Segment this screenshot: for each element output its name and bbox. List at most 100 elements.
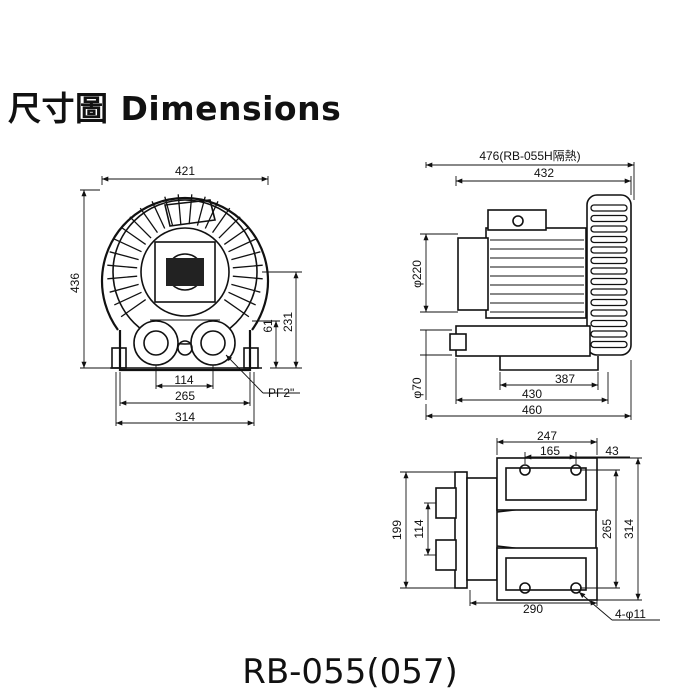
front-housing-inner-ring [112, 199, 258, 345]
dim-314b: 314 [622, 519, 636, 539]
front-foot-right [243, 347, 259, 369]
dim-114b: 114 [412, 519, 426, 538]
dim-432: 432 [534, 166, 554, 180]
fin [204, 201, 219, 229]
bottom-view: 247 165 43 199 114 265 314 290 4-φ11 [390, 429, 660, 621]
port-body [455, 325, 591, 357]
header-band [0, 78, 700, 128]
terminal-screw [512, 215, 524, 227]
fin [223, 226, 250, 246]
fin [114, 238, 142, 253]
label-holes: 4-φ11 [615, 607, 646, 621]
dim-165: 165 [540, 444, 560, 458]
dim-43: 43 [605, 444, 619, 458]
dim-231: 231 [281, 312, 295, 332]
fin [177, 194, 182, 225]
blower-fins [590, 204, 628, 349]
fin [120, 298, 147, 318]
dim-387: 387 [555, 372, 575, 386]
blower-fin [590, 267, 628, 275]
label-pf2: PF2" [268, 386, 294, 400]
model-number: RB-055(057) [242, 652, 458, 692]
fin [188, 194, 193, 225]
blower-fin [590, 246, 628, 254]
fin [120, 226, 147, 246]
fin [139, 207, 159, 234]
inlet-port [133, 320, 179, 366]
bottom-neck [466, 477, 498, 581]
blower-fin [590, 204, 628, 212]
dim-265: 265 [175, 389, 195, 403]
fin [218, 216, 241, 239]
center-fitting [177, 340, 193, 356]
terminal-box [487, 209, 547, 231]
blower-fin [590, 330, 628, 338]
bottom-slot-bottom [505, 557, 587, 591]
fin [109, 283, 139, 293]
bolt-hole [519, 582, 531, 594]
motor-end-cap [457, 237, 489, 311]
leader-pf2 [225, 354, 264, 394]
fin [129, 216, 152, 239]
outlet-port-bore [200, 330, 226, 356]
fin [107, 264, 138, 269]
fin [151, 201, 166, 229]
blower-fin [590, 319, 628, 328]
dim-476: 476(RB-055H隔熱) [479, 149, 580, 163]
dim-61: 61 [261, 319, 275, 333]
terminal-cover [164, 199, 216, 227]
front-view: 421 436 61 231 114 265 314 PF2" [68, 164, 302, 426]
dim-460: 460 [522, 403, 542, 417]
fin [228, 238, 256, 253]
bottom-port-top [435, 487, 457, 519]
fin [232, 275, 263, 280]
front-base [118, 330, 252, 372]
dim-265b: 265 [600, 519, 614, 539]
dim-436: 436 [68, 273, 82, 293]
dim-199: 199 [390, 520, 404, 540]
blower-fin [590, 235, 628, 244]
blower-fin [590, 214, 628, 223]
dim-114: 114 [174, 373, 193, 387]
dim-430: 430 [522, 387, 542, 401]
front-housing-outline [100, 196, 270, 331]
leader-holes [578, 591, 613, 621]
page-title: 尺寸圖 Dimensions [8, 89, 342, 128]
front-foot-left [111, 347, 127, 369]
fin [223, 298, 250, 318]
blower-fin [590, 277, 628, 286]
dim-421: 421 [175, 164, 195, 178]
dim-70: φ70 [410, 377, 424, 398]
dim-247: 247 [537, 429, 557, 443]
fin [109, 251, 139, 261]
fin [196, 196, 206, 226]
motor-ribs [490, 239, 584, 313]
bolt-hole [519, 464, 531, 476]
blower-fin [590, 340, 628, 349]
motor-square [154, 241, 216, 303]
bottom-slot-top [505, 467, 587, 501]
fin [211, 207, 231, 234]
fin [107, 275, 138, 280]
side-base [499, 356, 599, 371]
blower-fin [590, 225, 628, 233]
fin [164, 196, 174, 226]
fin [231, 283, 261, 293]
port-flange [449, 333, 467, 351]
blower-fin [590, 256, 628, 265]
blower-fin [590, 298, 628, 307]
blower-fin [590, 288, 628, 296]
fin [114, 291, 142, 306]
outlet-port [190, 320, 236, 366]
side-view: 476(RB-055H隔熱) 432 φ220 φ70 387 430 460 [410, 149, 635, 420]
fin [232, 264, 263, 269]
motor-body [485, 227, 587, 319]
dim-290: 290 [523, 602, 543, 616]
inlet-port-bore [143, 330, 169, 356]
motor-hub-grid [166, 258, 204, 286]
fin [228, 291, 256, 306]
dim-220: φ220 [410, 260, 424, 288]
dim-314: 314 [175, 410, 195, 424]
blower-fin [590, 309, 628, 317]
